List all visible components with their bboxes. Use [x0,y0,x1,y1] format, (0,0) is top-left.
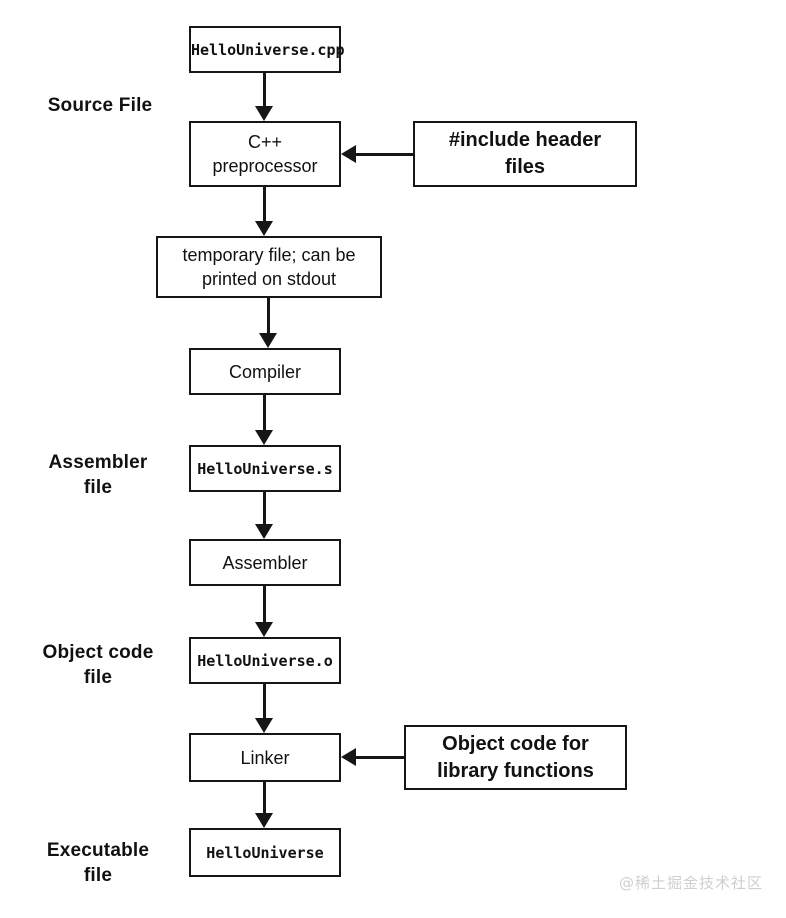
connector-linker-to-executable [262,782,266,816]
node-label-include-header-files: #include header files [448,129,602,178]
stage-label-source-file: Source File [47,95,153,116]
stage-label-assembler-file: Assembler file [48,452,148,498]
connector-asm-file-to-assembler [262,492,266,527]
node-label-compiler: Compiler [228,361,302,382]
arrowhead-asm-file-to-assembler [255,524,273,539]
connector-compiler-to-asm-file [262,395,266,433]
stage-label-executable-file: Executable file [46,840,150,886]
node-object-code-library: Object code for library functions [404,725,627,790]
connector-headers-to-preprocessor [353,152,413,156]
connector-obj-file-to-linker [262,684,266,721]
node-include-header-files: #include header files [413,121,637,187]
arrowhead-compiler-to-asm-file [255,430,273,445]
node-compiler: Compiler [189,348,341,395]
node-label-hellouniverse-s: HelloUniverse.s [197,459,333,478]
arrowhead-headers-to-preprocessor [341,145,356,163]
node-hellouniverse-exe: HelloUniverse [189,828,341,877]
node-cpp-preprocessor: C++ preprocessor [189,121,341,187]
arrowhead-preprocessor-to-temp [255,221,273,236]
watermark: @稀土掘金技术社区 [619,874,764,892]
node-label-hellouniverse-cpp: HelloUniverse.cpp [191,40,345,59]
connector-preprocessor-to-temp [262,187,266,224]
node-hellouniverse-cpp: HelloUniverse.cpp [189,26,345,73]
connector-assembler-to-obj-file [262,586,266,625]
node-linker: Linker [189,733,341,782]
arrowhead-temp-to-compiler [259,333,277,348]
arrowhead-cpp-to-preprocessor [255,106,273,121]
node-assembler: Assembler [189,539,341,586]
node-label-object-code-library: Object code for library functions [437,732,594,782]
node-hellouniverse-o: HelloUniverse.o [189,637,341,684]
node-temporary-file: temporary file; can be printed on stdout [156,236,382,298]
arrowhead-obj-file-to-linker [255,718,273,733]
arrowhead-assembler-to-obj-file [255,622,273,637]
connector-library-to-linker [353,755,404,759]
node-label-hellouniverse-exe: HelloUniverse [206,843,324,862]
node-label-assembler: Assembler [222,552,308,573]
node-label-linker: Linker [240,747,290,768]
node-label-temporary-file: temporary file; can be printed on stdout [182,245,356,289]
stage-label-object-code-file: Object code file [42,642,154,688]
arrowhead-linker-to-executable [255,813,273,828]
connector-cpp-to-preprocessor [262,73,266,109]
arrowhead-library-to-linker [341,748,356,766]
node-hellouniverse-s: HelloUniverse.s [189,445,341,492]
connector-temp-to-compiler [266,298,270,336]
node-label-hellouniverse-o: HelloUniverse.o [197,651,333,670]
node-label-cpp-preprocessor: C++ preprocessor [212,132,318,176]
